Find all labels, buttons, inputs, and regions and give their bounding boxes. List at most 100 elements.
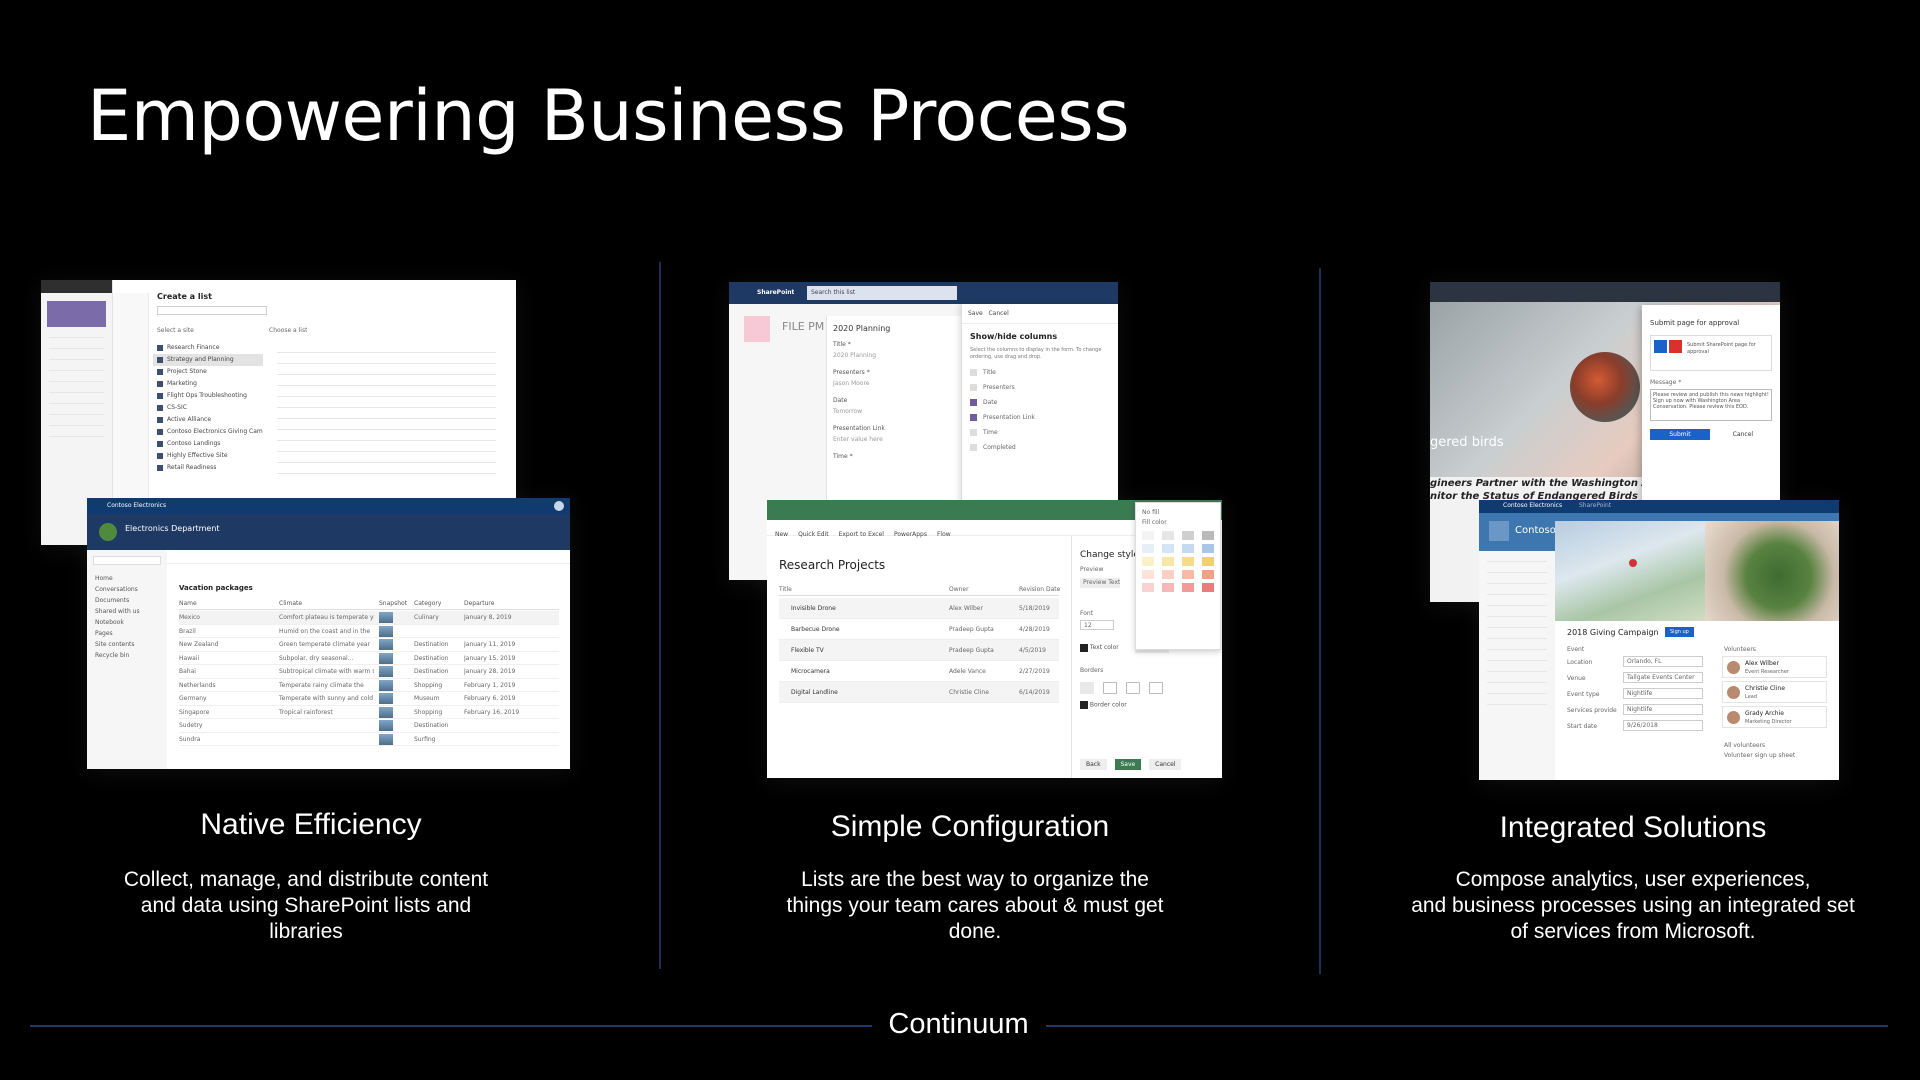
nav-item[interactable]: Pages (95, 630, 113, 637)
nav-item[interactable]: Shared with us (95, 608, 140, 615)
search-input[interactable] (93, 556, 161, 565)
field-input[interactable]: 9/26/2018 (1623, 720, 1703, 731)
flow-option[interactable]: Submit SharePoint page for approval (1650, 335, 1772, 371)
site-list-item[interactable]: CS-SIC (153, 402, 263, 414)
volunteer-signup-link[interactable]: Volunteer sign up sheet (1724, 752, 1796, 759)
nav-item[interactable]: Recycle bin (95, 652, 130, 659)
site-list-item[interactable]: Active Alliance (153, 414, 263, 426)
column-header[interactable]: Name (179, 600, 197, 607)
color-swatch[interactable] (1162, 557, 1174, 566)
color-swatch[interactable] (1162, 583, 1174, 592)
form-field-text[interactable]: 2020 Planning (833, 352, 877, 359)
nav-item[interactable]: Notebook (95, 619, 124, 626)
color-swatch[interactable] (1202, 531, 1214, 540)
checkbox-icon[interactable] (970, 414, 977, 421)
site-list-item[interactable]: Retail Readiness (153, 462, 263, 474)
checkbox-icon[interactable] (970, 399, 977, 406)
panel-save-button[interactable]: Save (968, 310, 983, 317)
color-swatch[interactable] (1202, 557, 1214, 566)
color-swatch[interactable] (1182, 570, 1194, 579)
column-header[interactable]: Title (779, 586, 792, 593)
color-swatch[interactable] (1202, 570, 1214, 579)
checkbox-icon[interactable] (970, 369, 977, 376)
save-button[interactable]: Save (1114, 759, 1142, 770)
site-list-item[interactable]: Marketing (153, 378, 263, 390)
field-input[interactable]: Orlando, FL (1623, 656, 1703, 667)
column-toggle-item[interactable]: Date (970, 399, 1110, 414)
color-swatch[interactable] (1142, 583, 1154, 592)
site-list-item[interactable]: Research Finance (153, 342, 263, 354)
column-header[interactable]: Owner (949, 586, 969, 593)
avatar[interactable] (554, 501, 564, 511)
text-color-label[interactable]: Text color (1089, 644, 1119, 651)
column-toggle-item[interactable]: Title (970, 369, 1110, 384)
color-swatch[interactable] (1182, 531, 1194, 540)
color-swatch[interactable] (1162, 531, 1174, 540)
site-list-item[interactable]: Strategy and Planning (153, 354, 263, 366)
color-swatch[interactable] (1202, 544, 1214, 553)
checkbox-icon[interactable] (970, 444, 977, 451)
color-swatch[interactable] (1142, 531, 1154, 540)
form-field-text[interactable]: Enter value here (833, 436, 883, 443)
panel-cancel-button[interactable]: Cancel (988, 310, 1009, 317)
list-name-input[interactable] (157, 306, 267, 315)
column-toggle-item[interactable]: Presenters (970, 384, 1110, 399)
column-toggle-item[interactable]: Time (970, 429, 1110, 444)
search-input[interactable]: Search this list (807, 286, 957, 300)
no-fill-option[interactable]: No fill (1142, 509, 1160, 516)
color-swatch[interactable] (1182, 544, 1194, 553)
site-list-item[interactable]: Contoso Landings (153, 438, 263, 450)
color-swatch[interactable] (1202, 583, 1214, 592)
color-swatch[interactable] (1162, 544, 1174, 553)
cancel-button[interactable]: Cancel (1732, 431, 1754, 438)
color-swatch[interactable] (1182, 583, 1194, 592)
column-toggle-item[interactable]: Completed (970, 444, 1110, 459)
color-swatch[interactable] (1162, 570, 1174, 579)
border-color-swatch[interactable] (1080, 701, 1088, 709)
field-input[interactable]: Nightlife (1623, 704, 1703, 715)
border-color-label[interactable]: Border color (1089, 701, 1127, 709)
column-header[interactable]: Snapshot (379, 600, 408, 607)
checkbox-icon[interactable] (970, 384, 977, 391)
column-header[interactable]: Category (414, 600, 442, 607)
color-swatch[interactable] (1182, 557, 1194, 566)
field-input[interactable]: Tallgate Events Center (1623, 672, 1703, 683)
toolbar-item[interactable]: Export to Excel (838, 531, 884, 538)
nav-item[interactable]: Home (95, 575, 113, 582)
form-field-text[interactable]: Jason Moore (833, 380, 870, 387)
site-list-item[interactable]: Project Stone (153, 366, 263, 378)
checkbox-icon[interactable] (970, 429, 977, 436)
cancel-button[interactable]: Cancel (1149, 759, 1182, 770)
color-swatch[interactable] (1142, 544, 1154, 553)
message-input[interactable]: Please review and publish this news high… (1650, 389, 1772, 421)
column-header[interactable]: Revision Date (1019, 586, 1061, 593)
nav-item[interactable]: Conversations (95, 586, 138, 593)
submit-button[interactable]: Submit (1650, 429, 1710, 440)
text-color-swatch[interactable] (1080, 643, 1088, 652)
color-swatch[interactable] (1142, 557, 1154, 566)
toolbar-item[interactable]: Flow (936, 531, 951, 538)
toolbar-item[interactable]: New (775, 531, 789, 538)
field-input[interactable]: Nightlife (1623, 688, 1703, 699)
signup-button[interactable]: Sign up (1665, 627, 1694, 637)
toolbar-item[interactable]: PowerApps (893, 531, 927, 538)
site-list-item[interactable]: Flight Ops Troubleshooting (153, 390, 263, 402)
toolbar-item[interactable]: Quick Edit (798, 531, 829, 538)
nav-item[interactable]: Documents (95, 597, 130, 604)
